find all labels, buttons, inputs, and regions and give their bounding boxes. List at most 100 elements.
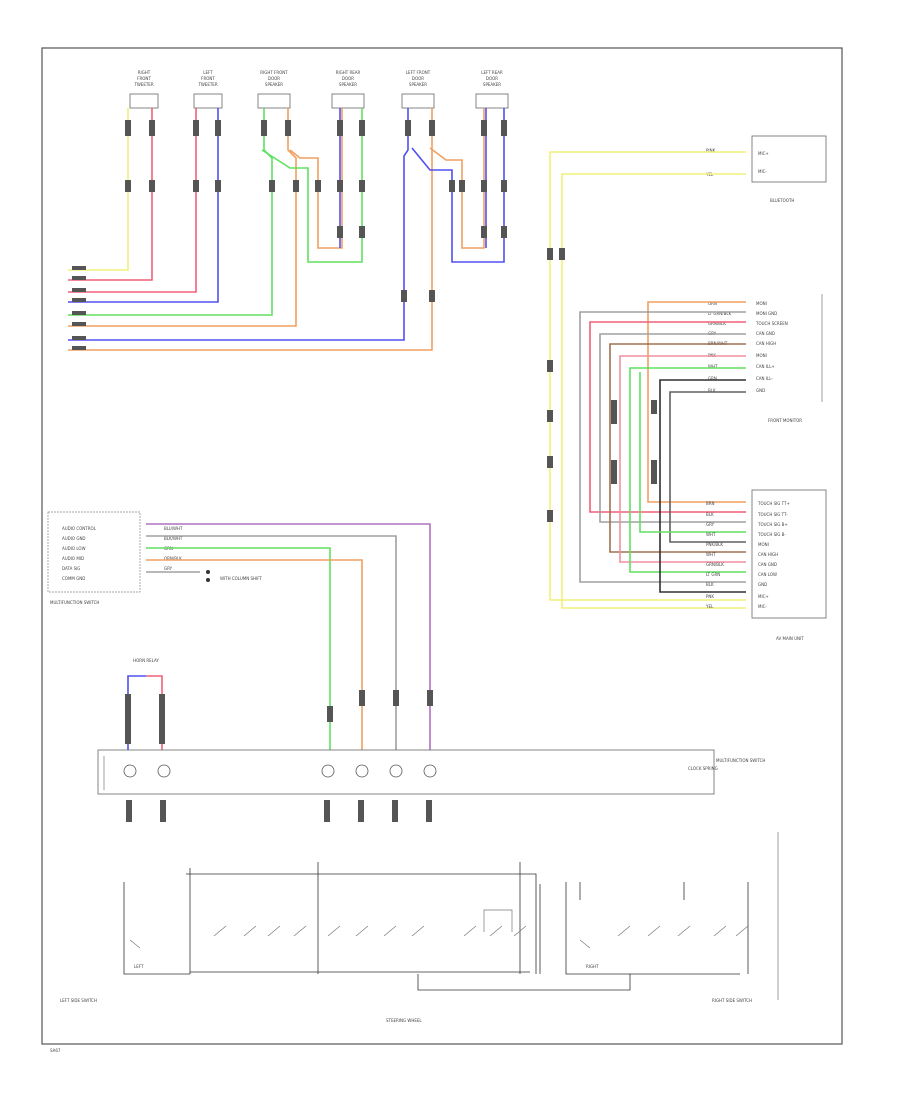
svg-text:DOOR: DOOR	[268, 76, 280, 81]
front-monitor: FRONT MONITOR MONI MONI GND TOUCH SCREEN…	[708, 294, 823, 423]
svg-text:CAN ILL-: CAN ILL-	[756, 376, 773, 381]
speaker-left-front: LEFT FRONT TWEETER	[193, 70, 223, 109]
speaker-right-front: RIGHT FRONT TWEETER	[129, 70, 159, 109]
svg-text:TOUCH SIG B-: TOUCH SIG B-	[757, 532, 786, 537]
speaker-left-rear: LEFT REAR DOOR SPEAKER	[475, 70, 509, 109]
svg-text:GND: GND	[758, 582, 767, 587]
svg-text:FRONT: FRONT	[137, 76, 151, 81]
svg-text:LEFT SIDE SWITCH: LEFT SIDE SWITCH	[60, 998, 97, 1003]
svg-text:WITH COLUMN SHIFT: WITH COLUMN SHIFT	[220, 576, 262, 581]
speaker-left-front-door: LEFT FRONT DOOR SPEAKER	[401, 70, 435, 109]
svg-text:BLUETOOTH: BLUETOOTH	[770, 198, 794, 203]
svg-text:CLOCK SPRING: CLOCK SPRING	[688, 766, 718, 771]
horn-relay: HORN RELAY	[125, 658, 165, 760]
svg-text:RIGHT SIDE SWITCH: RIGHT SIDE SWITCH	[712, 998, 752, 1003]
svg-text:FRONT: FRONT	[201, 76, 215, 81]
speaker-right-front-door: RIGHT FRONT DOOR SPEAKER	[257, 70, 291, 109]
svg-text:AUDIO LOW: AUDIO LOW	[62, 546, 86, 551]
svg-text:WHT: WHT	[706, 552, 716, 557]
svg-text:MULTIFUNCTION SWITCH: MULTIFUNCTION SWITCH	[50, 600, 99, 605]
svg-text:SPEAKER: SPEAKER	[409, 82, 427, 87]
svg-text:MULTIFUNCTION SWITCH: MULTIFUNCTION SWITCH	[716, 758, 765, 763]
speaker-right-front-door-box	[257, 93, 291, 109]
clock-spring: MULTIFUNCTION SWITCH CLOCK SPRING	[97, 749, 765, 822]
svg-text:BRN: BRN	[706, 501, 715, 506]
svg-text:RIGHT REAR: RIGHT REAR	[336, 70, 361, 75]
speaker-left-front-door-box	[401, 93, 435, 109]
page-reference: SA67	[50, 1048, 61, 1053]
speaker-connectors	[125, 120, 507, 302]
svg-text:WHT: WHT	[708, 364, 718, 369]
svg-text:GRN/BLK: GRN/BLK	[708, 321, 726, 326]
steering-multifunction-switch: AUDIO CONTROL AUDIO GND AUDIO LOW AUDIO …	[47, 511, 433, 760]
svg-text:MONI: MONI	[756, 353, 767, 358]
svg-text:PNK/BLK: PNK/BLK	[706, 542, 723, 547]
monitor-wires	[579, 301, 746, 593]
svg-text:SPEAKER: SPEAKER	[483, 82, 501, 87]
svg-text:LEFT REAR: LEFT REAR	[481, 70, 503, 75]
diagram-frame	[41, 47, 843, 1045]
svg-text:AUDIO CONTROL: AUDIO CONTROL	[62, 526, 97, 531]
svg-text:MIC-: MIC-	[758, 169, 767, 174]
svg-text:CAN HIGH: CAN HIGH	[758, 552, 778, 557]
svg-text:TOUCH SCREEN: TOUCH SCREEN	[755, 321, 788, 326]
speaker-wires	[68, 108, 505, 351]
svg-text:BLU/WHT: BLU/WHT	[164, 526, 183, 531]
svg-text:YEL: YEL	[705, 604, 714, 609]
svg-text:LT GRN/BLK: LT GRN/BLK	[708, 311, 732, 316]
svg-text:DOOR: DOOR	[342, 76, 354, 81]
svg-text:GRN/BLK: GRN/BLK	[706, 562, 724, 567]
svg-text:HORN RELAY: HORN RELAY	[133, 658, 159, 663]
clock-spring-box	[97, 749, 715, 795]
svg-text:TWEETER: TWEETER	[197, 82, 217, 87]
svg-text:BLK/WHT: BLK/WHT	[164, 536, 183, 541]
svg-text:TOUCH SIG TT-: TOUCH SIG TT-	[757, 512, 788, 517]
svg-text:BLK: BLK	[708, 388, 716, 393]
svg-text:MIC+: MIC+	[758, 594, 769, 599]
svg-text:WHT: WHT	[706, 532, 716, 537]
bluetooth-module: MIC+ MIC- BLUETOOTH PINK YEL	[547, 135, 827, 609]
svg-text:DOOR: DOOR	[486, 76, 498, 81]
svg-text:PNK: PNK	[706, 594, 714, 599]
svg-text:RIGHT FRONT: RIGHT FRONT	[260, 70, 288, 75]
speaker-right-rear: RIGHT REAR DOOR SPEAKER	[331, 70, 365, 109]
svg-text:MIC-: MIC-	[758, 604, 767, 609]
svg-text:RIGHT: RIGHT	[138, 70, 151, 75]
svg-text:TWEETER: TWEETER	[133, 82, 153, 87]
svg-text:MONI: MONI	[756, 301, 767, 306]
bluetooth-box	[751, 135, 827, 183]
svg-text:SPEAKER: SPEAKER	[265, 82, 283, 87]
svg-text:TOUCH SIG B+: TOUCH SIG B+	[757, 522, 788, 527]
steering-wheel-switches: LEFT RIGHT LEFT SIDE SWITCH RIGHT SIDE S…	[60, 832, 779, 1023]
svg-text:PINK: PINK	[706, 148, 716, 153]
svg-text:CAN LOW: CAN LOW	[758, 572, 777, 577]
left-switch-id: LEFT	[134, 964, 144, 969]
svg-text:ORN/BLK: ORN/BLK	[164, 556, 182, 561]
svg-text:MONI GND: MONI GND	[756, 311, 777, 316]
svg-text:GND: GND	[756, 388, 765, 393]
svg-text:MONI: MONI	[758, 542, 769, 547]
svg-text:ORN: ORN	[708, 301, 717, 306]
svg-text:CAN ILL+: CAN ILL+	[756, 364, 775, 369]
svg-text:SPEAKER: SPEAKER	[339, 82, 357, 87]
svg-text:GRY: GRY	[706, 522, 715, 527]
speaker-left-front-box	[193, 93, 223, 109]
svg-text:STEERING WHEEL: STEERING WHEEL	[386, 1018, 422, 1023]
svg-text:LEFT FRONT: LEFT FRONT	[406, 70, 431, 75]
svg-text:CAN HIGH: CAN HIGH	[756, 341, 776, 346]
svg-text:LT GRN: LT GRN	[706, 572, 720, 577]
svg-text:CAN GND: CAN GND	[756, 331, 775, 336]
svg-text:AUDIO GND: AUDIO GND	[62, 536, 86, 541]
svg-text:DOOR: DOOR	[412, 76, 424, 81]
svg-text:COMM GND: COMM GND	[62, 576, 85, 581]
av-unit-box	[751, 489, 827, 619]
svg-text:AV MAIN UNIT: AV MAIN UNIT	[776, 636, 804, 641]
speaker-right-front-box	[129, 93, 159, 109]
svg-text:GRN: GRN	[708, 376, 717, 381]
svg-text:BLK: BLK	[706, 582, 714, 587]
left-wire-labels	[72, 266, 86, 350]
svg-text:GRY: GRY	[164, 566, 173, 571]
speaker-left-rear-box	[475, 93, 509, 109]
